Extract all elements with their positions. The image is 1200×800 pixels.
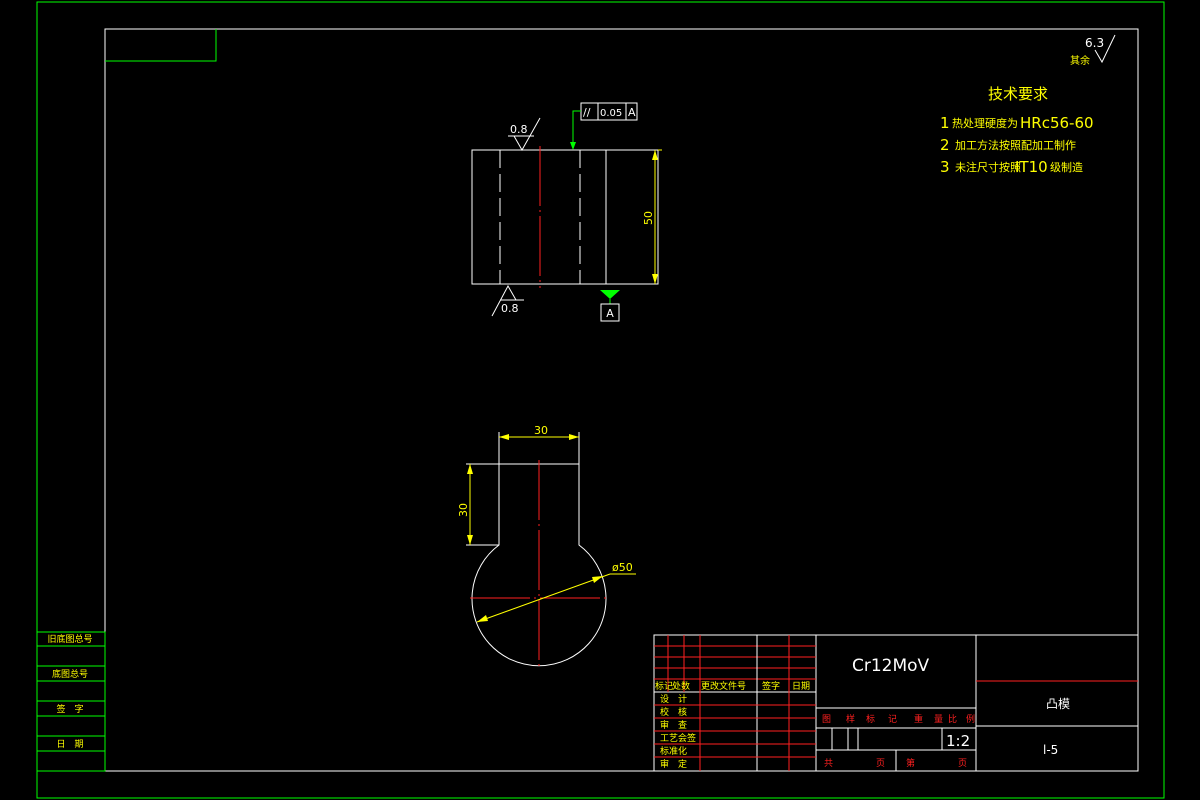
- rev-header-3: 更改文件号: [701, 680, 746, 692]
- stage-5: 重: [914, 713, 923, 725]
- roughness-top: 0.8: [510, 123, 528, 136]
- side-row-4: 日 期: [56, 739, 83, 750]
- tech-requirements: 技术要求 1 热处理硬度为 HRc56-60 2 加工方法按照配加工制作 3 未…: [940, 85, 1094, 176]
- datum-label: A: [606, 307, 614, 320]
- tech-item-1-code: HRc56-60: [1020, 114, 1094, 132]
- drawing-no: l-5: [1043, 743, 1058, 757]
- side-row-2: 底图总号: [52, 668, 88, 680]
- rev-header-5: 日期: [792, 681, 810, 692]
- side-row-1: 旧底图总号: [47, 633, 92, 645]
- title-block: 标记 处数 更改文件号 签字 日期 设 计 校 核 审 查 工艺会签 标准化 审…: [653, 634, 1139, 772]
- stage-6: 量: [934, 714, 943, 725]
- scale: 1:2: [946, 732, 970, 750]
- tech-item-1-text: 热处理硬度为: [952, 116, 1018, 130]
- tech-item-2-text: 加工方法按照配加工制作: [955, 138, 1076, 152]
- datum-a: A: [600, 290, 620, 322]
- tolerance-frame: // 0.05 A: [570, 102, 638, 150]
- side-table: 旧底图总号 底图总号 签 字 日 期: [36, 631, 106, 772]
- rev-header-4: 签字: [762, 680, 780, 692]
- role-3: 审 查: [660, 719, 687, 731]
- sheet-4: 页: [958, 758, 967, 769]
- top-height-dim: 30: [457, 503, 470, 517]
- rev-header-2: 处数: [672, 680, 690, 692]
- role-2: 校 核: [660, 706, 687, 718]
- stage-3: 标: [866, 713, 875, 725]
- role-4: 工艺会签: [660, 732, 696, 744]
- tech-title: 技术要求: [988, 85, 1048, 103]
- front-height-dim: 50: [642, 211, 655, 225]
- front-view: 50 0.8 0.8 // 0.05 A A: [471, 102, 662, 322]
- tech-item-3-suffix: 级制造: [1050, 160, 1083, 174]
- sheet-3: 第: [906, 757, 915, 769]
- part-name: 凸模: [1046, 697, 1070, 711]
- sheet-1: 共: [824, 758, 833, 769]
- inner-border: [104, 28, 1139, 772]
- general-roughness: 6.3 其余: [1070, 34, 1116, 67]
- stage-7: 比: [948, 713, 957, 725]
- tech-item-3-code: IT10: [1015, 158, 1048, 176]
- rev-header-1: 标记: [655, 680, 673, 692]
- tolerance-value: 0.05: [600, 108, 622, 119]
- role-5: 标准化: [660, 745, 687, 757]
- roughness-bottom: 0.8: [501, 302, 519, 315]
- outer-border: [36, 1, 1165, 799]
- top-view: 30 30 ø50: [457, 424, 636, 668]
- material: Cr12MoV: [852, 656, 930, 676]
- role-6: 审 定: [660, 758, 687, 770]
- roughness-value: 6.3: [1085, 36, 1104, 50]
- stage-8: 例: [966, 713, 975, 725]
- corner-box: [105, 29, 217, 62]
- roughness-label: 其余: [1070, 54, 1090, 67]
- tech-item-3-text: 未注尺寸按照: [955, 160, 1021, 174]
- stage-2: 样: [846, 713, 855, 725]
- stage-4: 记: [888, 714, 897, 725]
- tech-item-1-num: 1: [940, 114, 950, 132]
- side-row-3: 签 字: [56, 703, 83, 715]
- sheet-2: 页: [876, 758, 885, 769]
- top-width-dim: 30: [534, 424, 548, 437]
- diameter-dim: ø50: [612, 561, 633, 574]
- role-1: 设 计: [660, 693, 687, 705]
- stage-1: 图: [822, 714, 831, 725]
- tolerance-symbol: //: [583, 106, 591, 119]
- tech-item-3-num: 3: [940, 158, 950, 176]
- tolerance-datum: A: [628, 106, 636, 119]
- tech-item-2-num: 2: [940, 136, 950, 154]
